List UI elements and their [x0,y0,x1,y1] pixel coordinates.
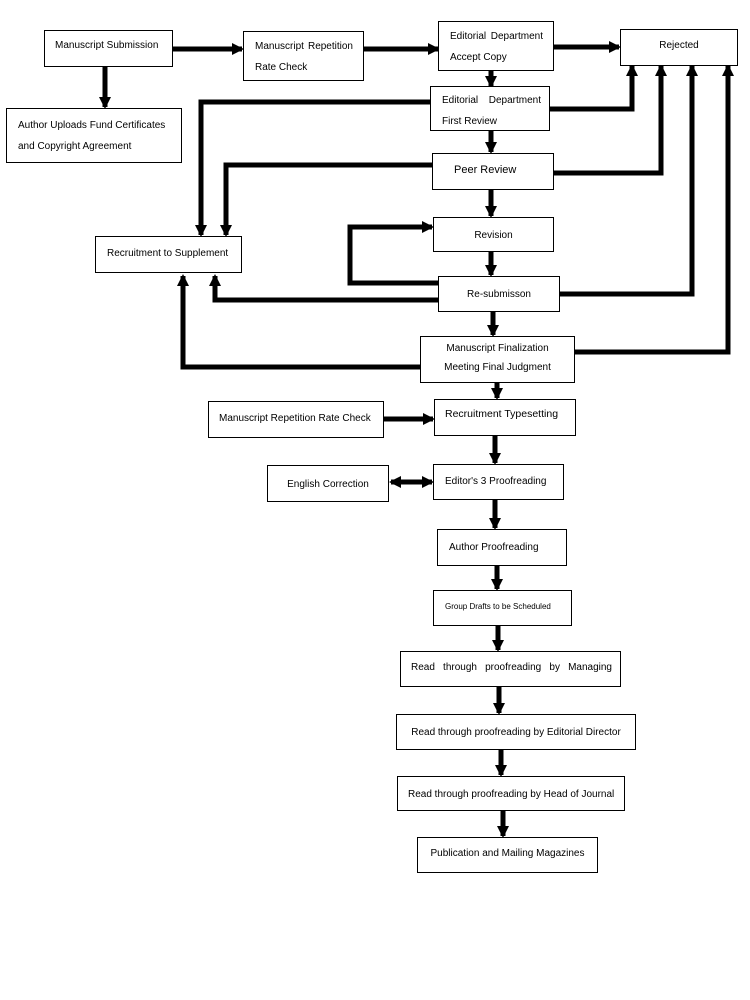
node-label: Read through proofreading by Managing [411,662,612,673]
node-label-line-2: Accept Copy [450,52,507,63]
node-author-proofreading: Author Proofreading [437,529,567,566]
node-label-line-2: Rate Check [255,62,308,73]
node-label: English Correction [287,479,369,490]
node-english-correction: English Correction [267,465,389,502]
node-label: Recruitment to Supplement [107,248,229,259]
node-label: Group Drafts to be Scheduled [445,602,551,611]
node-rejected: Rejected [620,29,738,66]
arrow-first-review-to-rejected [550,64,638,112]
arrow-finalization-to-rejected [575,64,734,355]
arrow-finalization-to-supplement [177,274,420,370]
node-label: Recruitment Typesetting [445,408,559,420]
arrow-peer-to-supplement [220,162,432,237]
node-finalization: Manuscript Finalization Meeting Final Ju… [420,336,575,383]
node-label: Read through proofreading by Head of Jou… [408,789,615,800]
node-label: Author Proofreading [449,542,539,553]
node-read-managing: Read through proofreading by Managing [400,651,621,687]
node-label-line-1: Author Uploads Fund Certificates [18,120,166,131]
node-label: Manuscript Repetition Rate Check [219,413,371,424]
node-label-line-1: Editorial Department [442,95,541,106]
node-repetition-rate-check: Manuscript Repetition Rate Check [243,31,364,81]
node-group-drafts: Group Drafts to be Scheduled [433,590,572,626]
arrow-resubmission-to-supplement [209,274,438,303]
node-resubmission: Re-submisson [438,276,560,312]
node-author-uploads: Author Uploads Fund Certificates and Cop… [6,108,182,163]
node-label-line-1: Manuscript Repetition [255,41,353,52]
node-recruitment-typesetting: Recruitment Typesetting [434,399,576,436]
node-label: Revision [474,230,513,241]
node-editors-proofreading: Editor's 3 Proofreading [433,464,564,500]
arrow-first-review-to-supplement [195,99,430,237]
node-publication: Publication and Mailing Magazines [417,837,598,873]
node-peer-review: Peer Review [432,153,554,190]
node-label-line-2: and Copyright Agreement [18,141,132,152]
node-label-line-1: Manuscript Finalization [446,343,549,354]
node-label: Manuscript Submission [55,40,159,51]
node-label: Re-submisson [467,289,531,300]
node-label-line-2: First Review [442,116,498,127]
arrow-peer-to-rejected [554,64,667,176]
arrow-resubmission-to-rejected [560,64,698,297]
node-label: Read through proofreading by Editorial D… [411,727,621,738]
node-revision: Revision [433,217,554,252]
node-manuscript-submission: Manuscript Submission [44,30,173,67]
arrow-resubmission-to-revision [347,221,438,286]
node-read-head: Read through proofreading by Head of Jou… [397,776,625,811]
node-label: Publication and Mailing Magazines [430,848,585,859]
node-label: Peer Review [454,164,517,176]
node-label-line-1: Editorial Department [450,31,543,42]
node-label-line-2: Meeting Final Judgment [444,362,551,373]
node-first-review: Editorial Department First Review [430,86,550,131]
node-recruitment-supplement: Recruitment to Supplement [95,236,242,273]
node-label: Rejected [659,40,699,51]
node-read-director: Read through proofreading by Editorial D… [396,714,636,750]
node-label: Editor's 3 Proofreading [445,476,547,487]
node-repetition-rate-check-2: Manuscript Repetition Rate Check [208,401,384,438]
node-editorial-accept-copy: Editorial Department Accept Copy [438,21,554,71]
